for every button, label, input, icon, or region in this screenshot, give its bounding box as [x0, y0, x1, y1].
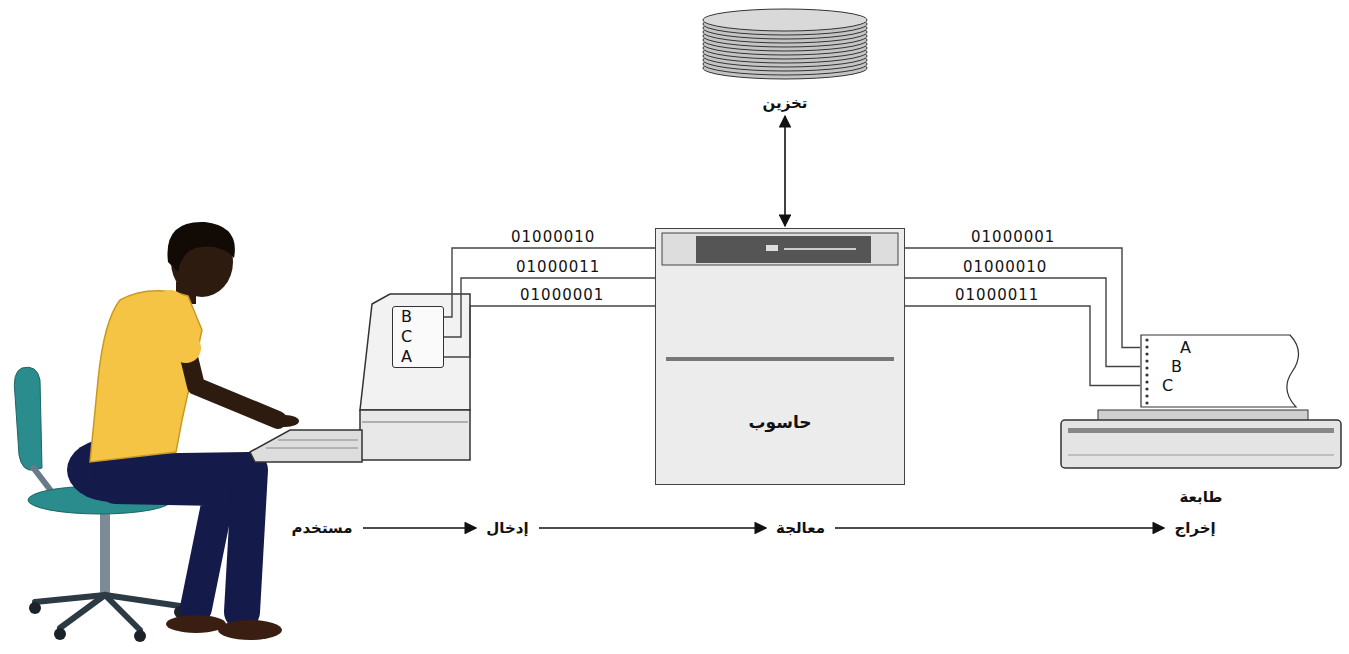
tractor-hole — [1145, 352, 1148, 355]
keyboard-keys — [266, 448, 358, 449]
character-glyph: B — [1171, 357, 1182, 376]
disk-platter — [703, 9, 867, 31]
tractor-hole — [1145, 366, 1148, 369]
hand — [271, 415, 299, 427]
drive-bay — [662, 233, 898, 265]
node-label: طابعة — [1180, 488, 1223, 506]
tractor-hole — [1145, 359, 1148, 362]
chair-base — [60, 595, 105, 628]
node-label: إدخال — [486, 519, 528, 537]
binary-code: 01000011 — [955, 287, 1039, 304]
chair-wheel — [54, 628, 66, 640]
terminal-screen: BCA — [392, 306, 444, 368]
tractor-hole — [1145, 401, 1148, 404]
node-label: مستخدم — [291, 519, 352, 537]
drive-light — [766, 245, 778, 251]
data-wire — [905, 248, 1140, 348]
node-label: حاسوب — [748, 412, 811, 432]
node-label: تخزين — [763, 94, 808, 112]
hair — [167, 222, 234, 272]
shoe — [166, 615, 226, 633]
flow-step: معالجة — [770, 516, 831, 540]
computer-panel — [656, 229, 906, 486]
character-glyph: A — [1180, 338, 1191, 357]
binary-code: 01000010 — [963, 259, 1047, 276]
storage-arrow — [784, 116, 786, 226]
tractor-hole — [1145, 373, 1148, 376]
sleeve — [170, 305, 186, 348]
chair-back — [14, 367, 42, 470]
tractor-hole — [1145, 338, 1148, 341]
rear-leg — [115, 488, 220, 608]
binary-code: 01000001 — [520, 287, 604, 304]
paper-sheet — [1140, 334, 1308, 408]
shoe — [218, 620, 282, 640]
keyboard-keys — [278, 440, 358, 441]
data-wire — [444, 306, 655, 357]
terminal — [250, 294, 470, 462]
character-glyph: C — [1162, 376, 1173, 395]
storage-disks: تخزين — [690, 2, 880, 114]
drive-front — [696, 236, 871, 263]
terminal-base — [362, 422, 468, 423]
chair-base — [105, 595, 140, 630]
computer-box: حاسوب — [655, 228, 905, 485]
tractor-hole — [1145, 345, 1148, 348]
flow-arrow — [835, 527, 1164, 529]
keyboard — [250, 430, 362, 462]
chair-post — [100, 510, 110, 594]
node-label: إخراج — [1174, 519, 1215, 537]
printer-strip — [1068, 455, 1334, 456]
binary-code: 01000011 — [516, 259, 600, 276]
printer-paper: ABC — [1140, 334, 1308, 408]
node-label: معالجة — [776, 519, 825, 537]
binary-code: 01000001 — [971, 229, 1055, 246]
flow-step: إخراج — [1168, 516, 1222, 540]
tractor-hole — [1145, 380, 1148, 383]
flow-step: مستخدم — [285, 516, 359, 540]
chair-wheel — [134, 630, 146, 642]
monitor-body — [360, 294, 470, 410]
character-glyph: C — [401, 328, 412, 346]
drive-slot — [784, 248, 856, 250]
flow-arrow — [539, 527, 766, 529]
paper-outline — [1141, 335, 1299, 407]
panel-bar — [666, 357, 894, 361]
binary-code: 01000010 — [511, 229, 595, 246]
character-glyph: B — [401, 308, 412, 326]
character-glyph: A — [401, 348, 412, 366]
front-leg — [112, 470, 250, 612]
disk-stack — [690, 2, 880, 84]
flow-arrow — [363, 527, 476, 529]
chair-wheel — [29, 602, 41, 614]
seated-user — [67, 222, 299, 640]
printer-case — [1061, 420, 1341, 468]
printer-strip — [1068, 428, 1334, 433]
data-wire — [905, 306, 1140, 386]
tractor-hole — [1145, 387, 1148, 390]
printer: طابعة ABC — [1058, 330, 1344, 508]
tractor-hole — [1145, 394, 1148, 397]
data-wire — [905, 278, 1140, 367]
flow-step: إدخال — [480, 516, 535, 540]
data-wire — [444, 278, 655, 337]
terminal-base — [360, 410, 470, 460]
